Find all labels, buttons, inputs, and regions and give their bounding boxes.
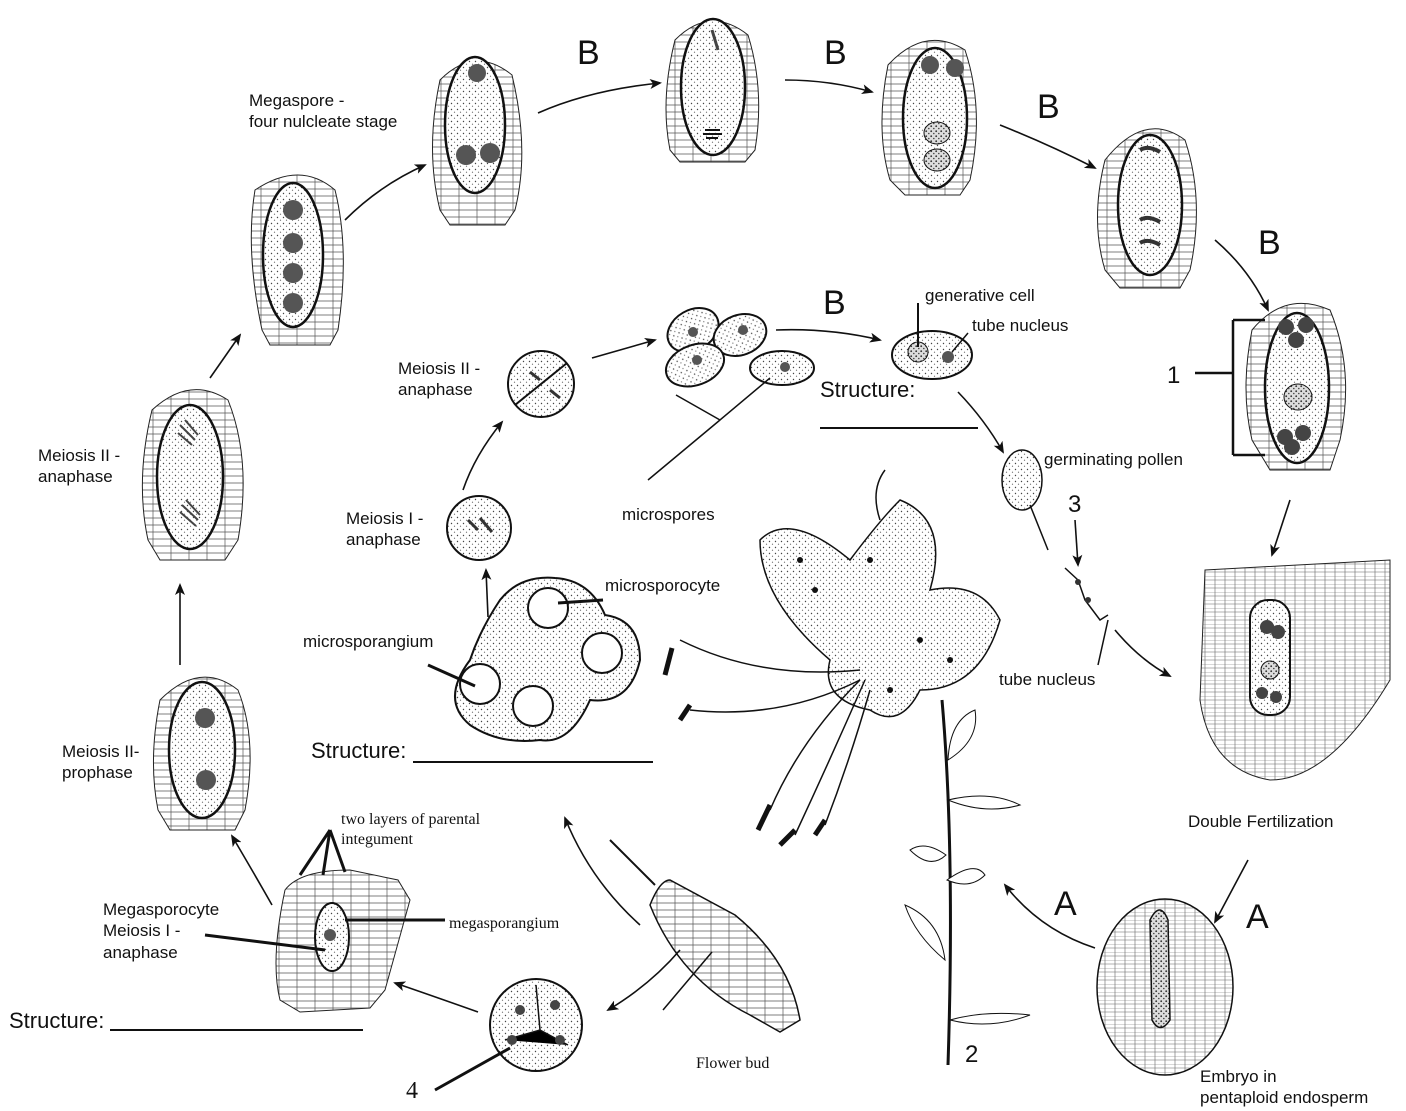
ovule-nuclei-migration — [882, 40, 976, 195]
ovule-meiosis2-anaphase — [142, 390, 243, 560]
label-line: integument — [341, 830, 480, 850]
label-line: Meiosis II - — [38, 445, 120, 466]
ovule-four-nuclei-linear — [251, 175, 343, 345]
ovule-meiosis2-prophase — [153, 677, 250, 830]
lily-stem — [905, 700, 1030, 1065]
label-line: Megaspore - — [249, 90, 397, 111]
double-fertilization-ovule — [1200, 560, 1390, 780]
ovule-four-nucleate — [433, 57, 522, 225]
label-line: Megasporocyte — [103, 899, 219, 920]
flower-bud — [610, 840, 800, 1032]
embryo-sac — [1246, 303, 1346, 470]
label-tube-nucleus-top: tube nucleus — [972, 315, 1068, 336]
label-line: Meiosis I - — [103, 920, 219, 941]
label-number-1: 1 — [1167, 361, 1180, 391]
label-embryo: Embryo in pentaploid endosperm — [1200, 1066, 1368, 1109]
meiosis2-cell — [508, 351, 574, 417]
label-B-3: B — [1037, 86, 1060, 129]
label-microsporangium: microsporangium — [303, 631, 433, 652]
label-meiosis2-anaphase-inner: Meiosis II - anaphase — [398, 358, 480, 401]
label-line: Meiosis II - — [398, 358, 480, 379]
label-flower-bud: Flower bud — [696, 1054, 769, 1074]
label-microspores: microspores — [622, 504, 715, 525]
label-microsporocyte: microsporocyte — [605, 575, 720, 596]
label-B-2: B — [824, 32, 847, 75]
label-line: Meiosis II- — [62, 741, 139, 762]
label-structure-ovule: Structure: — [9, 1007, 104, 1035]
label-B-1: B — [577, 32, 600, 75]
label-A-2: A — [1246, 896, 1269, 939]
label-structure-anther: Structure: — [311, 737, 406, 765]
label-line: prophase — [62, 762, 139, 783]
pollen-tube — [1065, 568, 1108, 620]
seed-embryo — [1097, 899, 1233, 1075]
label-structure-pollen: Structure: — [820, 376, 915, 404]
label-line: pentaploid endosperm — [1200, 1087, 1368, 1108]
microspores-group — [660, 299, 814, 394]
label-meiosis2-prophase: Meiosis II- prophase — [62, 741, 139, 784]
label-line: anaphase — [346, 529, 423, 550]
ovule-megasporocyte — [276, 870, 410, 1012]
lily-flower — [665, 470, 1000, 845]
label-line: anaphase — [398, 379, 480, 400]
label-line: Embryo in — [1200, 1066, 1368, 1087]
label-number-4: 4 — [406, 1076, 418, 1106]
label-B-4: B — [1258, 222, 1281, 265]
label-tube-nucleus-bottom: tube nucleus — [999, 669, 1095, 690]
label-germinating-pollen: germinating pollen — [1044, 449, 1183, 470]
label-number-2: 2 — [965, 1040, 978, 1070]
label-line: four nulcleate stage — [249, 111, 397, 132]
label-line: two layers of parental — [341, 810, 480, 830]
label-generative-cell: generative cell — [925, 285, 1035, 306]
label-A-1: A — [1054, 883, 1077, 926]
microsporangium-cross-section — [455, 578, 640, 741]
label-line: anaphase — [103, 942, 219, 963]
label-megasporocyte: Megasporocyte Meiosis I - anaphase — [103, 899, 219, 963]
label-megaspore-four-nucleate: Megaspore - four nulcleate stage — [249, 90, 397, 133]
label-double-fertilization: Double Fertilization — [1188, 811, 1334, 832]
label-number-3: 3 — [1068, 490, 1081, 520]
ovule-division — [666, 19, 759, 162]
label-line: Meiosis I - — [346, 508, 423, 529]
label-B-5: B — [823, 282, 846, 325]
label-line: anaphase — [38, 466, 120, 487]
germinating-pollen — [1002, 450, 1048, 550]
ovule-anaphase-right — [1098, 129, 1197, 288]
ovary-cross-section — [490, 979, 582, 1071]
label-meiosis2-anaphase-left: Meiosis II - anaphase — [38, 445, 120, 488]
label-megasporangium: megasporangium — [449, 914, 559, 934]
label-two-layers-integument: two layers of parental integument — [341, 810, 480, 850]
meiosis1-cell — [447, 496, 511, 560]
label-meiosis1-anaphase: Meiosis I - anaphase — [346, 508, 423, 551]
pollen-grain — [892, 331, 972, 379]
